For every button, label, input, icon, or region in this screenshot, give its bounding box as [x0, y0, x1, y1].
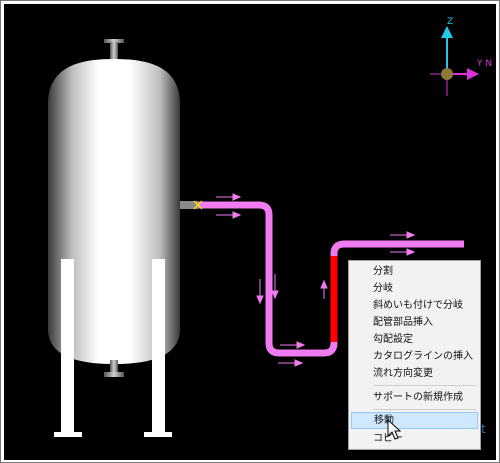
bottom-nozzle[interactable] [104, 360, 124, 377]
vessel-tank[interactable] [48, 59, 180, 364]
menu-item-split[interactable]: 分割 [373, 266, 393, 277]
vessel-legs[interactable] [54, 259, 172, 437]
menu-item-branch[interactable]: 分岐 [373, 283, 393, 294]
scene [48, 26, 479, 437]
side-nozzle[interactable] [180, 201, 198, 209]
axis-z-label: Z [447, 17, 454, 27]
menu-separator [373, 385, 476, 386]
context-menu: 分割 分岐 斜めいも付けで分岐 配管部品挿入 勾配設定 カタログラインの挿入 流… [348, 260, 481, 450]
menu-item-diagonal-branch[interactable]: 斜めいも付けで分岐 [373, 300, 463, 311]
3d-viewport[interactable]: Z Y N t 分割 分岐 斜めいも付けで分岐 配管部品挿入 勾配設定 カタログ… [4, 4, 496, 460]
mouse-cursor-icon [387, 419, 401, 440]
menu-item-slope-setting[interactable]: 勾配設定 [373, 334, 413, 345]
pipe-route[interactable] [198, 201, 464, 357]
axis-y-label: Y N [477, 59, 493, 69]
menu-item-insert-pipe-part[interactable]: 配管部品挿入 [373, 317, 433, 328]
menu-separator [373, 409, 476, 410]
partial-text: t [481, 422, 486, 436]
menu-item-change-flow-direction[interactable]: 流れ方向変更 [373, 368, 433, 379]
flow-arrow-icons [216, 193, 416, 367]
pipe-start-marker-icon[interactable] [193, 200, 203, 210]
menu-item-create-support[interactable]: サポートの新規作成 [373, 392, 463, 403]
menu-item-insert-catalog-line[interactable]: カタログラインの挿入 [373, 351, 473, 362]
top-nozzle[interactable] [104, 39, 124, 60]
menu-item-move[interactable]: 移動 [351, 412, 478, 429]
axis-triad-icon [430, 26, 479, 96]
menu-item-copy[interactable]: コピー [373, 433, 403, 444]
